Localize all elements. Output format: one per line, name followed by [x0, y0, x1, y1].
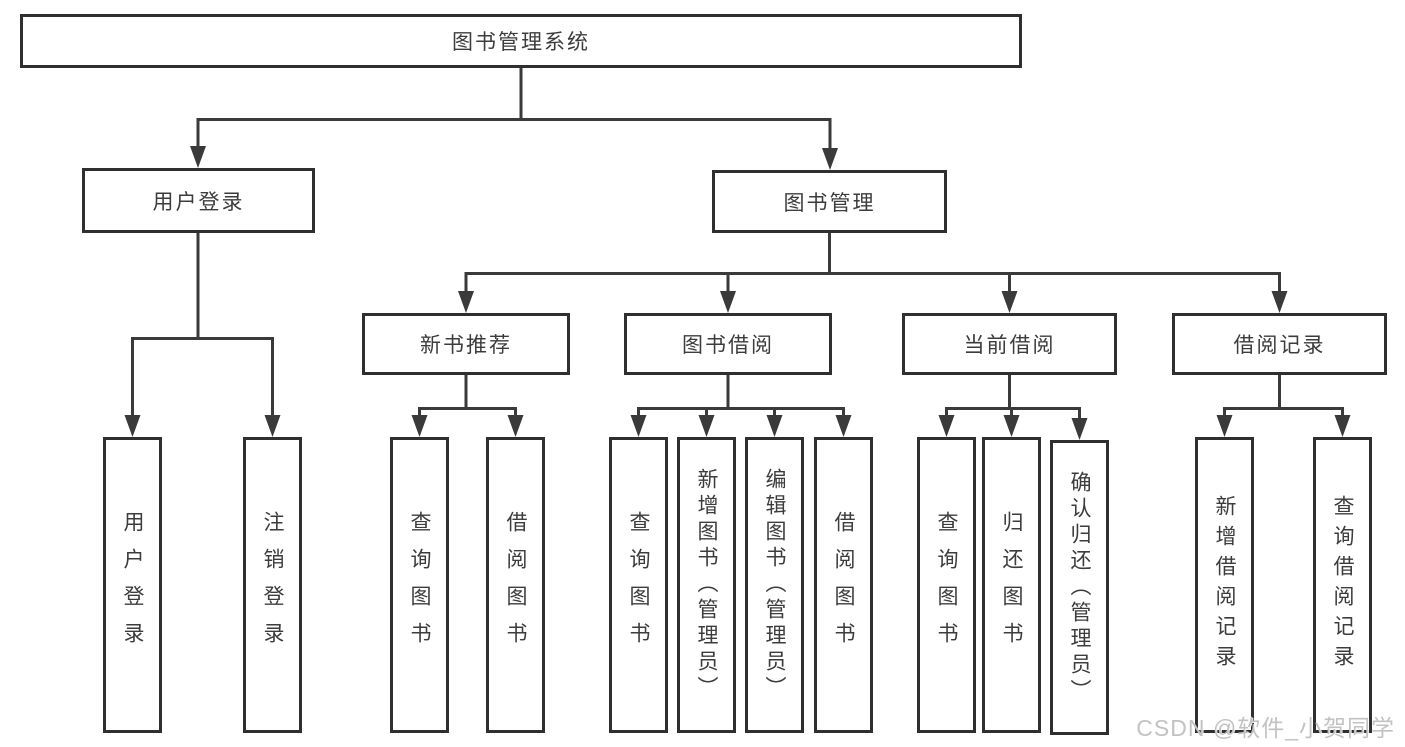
node-leaf-add-borrow-record: 新增借阅记录 [1195, 437, 1254, 733]
node-book-borrow: 图书借阅 [624, 313, 832, 375]
csdn-watermark: CSDN @软件_小贺同学 [1136, 715, 1395, 741]
connector-user-login-children [124, 233, 281, 437]
arrowhead [264, 415, 281, 437]
node-label: 确认归还（管理员） [1068, 470, 1091, 705]
node-label: 借阅记录 [1233, 334, 1326, 357]
arrowhead [507, 415, 524, 437]
connector-new-book-recommend-children [411, 375, 524, 437]
node-library-system: 图书管理系统 [20, 14, 1022, 68]
node-leaf-edit-books-admin: 编辑图书（管理员） [745, 437, 804, 733]
arrowhead [411, 415, 428, 437]
arrowhead [835, 415, 852, 437]
node-label: 查询借阅记录 [1331, 495, 1354, 675]
node-leaf-recommend-borrow-books: 借阅图书 [486, 437, 545, 733]
node-label: 新增借阅记录 [1213, 495, 1236, 675]
node-label: 查询图书 [935, 511, 958, 659]
node-leaf-confirm-return-admin: 确认归还（管理员） [1050, 440, 1109, 735]
node-leaf-recommend-query-books: 查询图书 [390, 437, 449, 733]
arrowhead [1334, 415, 1351, 437]
arrowhead [938, 415, 955, 437]
arrowhead [458, 291, 474, 313]
arrowhead [1001, 291, 1018, 313]
arrowhead [1071, 418, 1088, 440]
node-label: 图书管理系统 [452, 31, 590, 54]
arrowhead [1003, 415, 1020, 437]
node-new-book-recommend: 新书推荐 [362, 313, 570, 375]
connector-current-borrow-children [938, 375, 1088, 440]
connector-borrow-records-children [1216, 375, 1351, 437]
node-label: 归还图书 [1000, 511, 1023, 659]
node-label: 图书管理 [783, 191, 876, 215]
node-leaf-return-books: 归还图书 [982, 437, 1041, 733]
node-label: 编辑图书（管理员） [763, 468, 786, 702]
node-label: 图书借阅 [682, 334, 774, 357]
node-label: 用户登录 [121, 511, 144, 659]
node-current-borrow: 当前借阅 [902, 313, 1117, 375]
node-leaf-current-query-books: 查询图书 [917, 437, 976, 733]
node-borrow-records: 借阅记录 [1172, 313, 1387, 375]
arrowhead [822, 148, 838, 170]
node-leaf-borrow-borrow-books: 借阅图书 [814, 437, 873, 733]
node-leaf-query-borrow-record: 查询借阅记录 [1313, 437, 1372, 733]
connector-book-management-children [458, 233, 1288, 313]
node-label: 新书推荐 [420, 334, 512, 357]
node-label: 借阅图书 [832, 511, 855, 659]
arrowhead [630, 415, 647, 437]
arrowhead [720, 291, 736, 313]
node-leaf-borrow-query-books: 查询图书 [609, 437, 668, 733]
connector-book-borrow-children [630, 375, 852, 437]
node-user-login: 用户登录 [82, 168, 315, 233]
arrowhead [766, 415, 783, 437]
node-label: 查询图书 [408, 511, 431, 659]
node-label: 注销登录 [261, 511, 284, 659]
arrowhead [190, 146, 206, 168]
node-book-management: 图书管理 [712, 170, 947, 233]
arrowhead [1216, 415, 1233, 437]
node-label: 用户登录 [152, 190, 245, 214]
arrowhead [698, 415, 715, 437]
node-leaf-add-books-admin: 新增图书（管理员） [677, 437, 736, 733]
connector-root-to-level2 [190, 68, 838, 170]
node-label: 查询图书 [627, 511, 650, 659]
node-label: 借阅图书 [504, 511, 527, 659]
arrowhead [1271, 291, 1288, 313]
node-leaf-logout: 注销登录 [243, 437, 302, 733]
arrowhead [124, 415, 141, 437]
node-label: 当前借阅 [963, 334, 1056, 357]
node-leaf-user-login: 用户登录 [103, 437, 162, 733]
node-label: 新增图书（管理员） [695, 468, 718, 702]
